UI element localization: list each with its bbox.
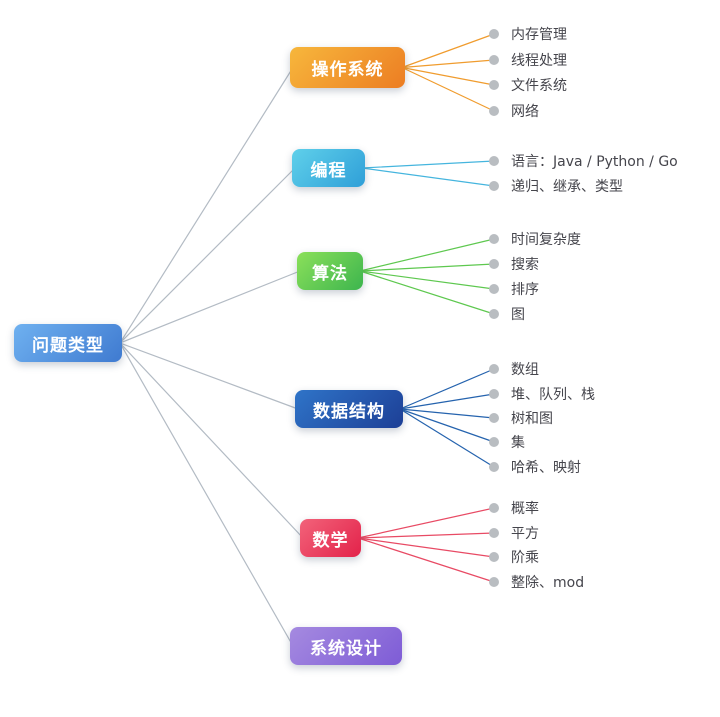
branch-node-algorithms[interactable]: 算法 — [297, 252, 363, 290]
leaf-label: 哈希、映射 — [511, 459, 581, 476]
bullet-icon — [489, 54, 499, 65]
leaf-item-probability[interactable]: 概率 — [489, 498, 539, 517]
leaf-label: 递归、继承、类型 — [511, 178, 623, 195]
branch-node-data-structures[interactable]: 数据结构 — [295, 390, 403, 428]
leaf-label: 概率 — [511, 500, 539, 517]
branch-label: 数据结构 — [313, 401, 385, 422]
branch-node-math[interactable]: 数学 — [300, 519, 361, 557]
bullet-icon — [489, 233, 499, 244]
bullet-icon — [489, 388, 499, 399]
branch-label: 编程 — [310, 160, 347, 181]
bullet-icon — [489, 461, 499, 472]
leaf-item-recursion-inheritance-types[interactable]: 递归、继承、类型 — [489, 176, 623, 195]
bullet-icon — [489, 502, 499, 513]
leaf-item-heap-queue-stack[interactable]: 堆、队列、栈 — [489, 384, 595, 403]
leaf-label: 阶乘 — [511, 549, 539, 566]
leaf-label: 内存管理 — [511, 26, 567, 43]
leaf-item-search[interactable]: 搜索 — [489, 254, 539, 273]
bullet-icon — [489, 258, 499, 269]
bullet-icon — [489, 79, 499, 90]
bullet-icon — [489, 180, 499, 191]
bullet-icon — [489, 436, 499, 447]
leaf-item-factorial[interactable]: 阶乘 — [489, 547, 539, 566]
leaf-item-arrays[interactable]: 数组 — [489, 359, 539, 378]
branch-label: 操作系统 — [311, 60, 384, 80]
bullet-icon — [489, 105, 499, 116]
leaf-label: 堆、队列、栈 — [511, 386, 595, 403]
bullet-icon — [489, 283, 499, 294]
leaf-item-division-mod[interactable]: 整除、mod — [489, 572, 584, 591]
leaf-label: 整除、mod — [511, 574, 585, 591]
branch-node-programming[interactable]: 编程 — [292, 149, 365, 187]
leaf-label: 树和图 — [511, 410, 553, 427]
leaf-item-trees-and-graphs[interactable]: 树和图 — [489, 408, 553, 427]
leaf-label: 排序 — [511, 281, 539, 298]
bullet-icon — [489, 527, 499, 538]
leaf-item-time-complexity[interactable]: 时间复杂度 — [489, 229, 581, 248]
leaf-label: 语言：Java / Python / Go — [511, 153, 678, 170]
branch-label: 系统设计 — [310, 638, 382, 659]
bullet-icon — [489, 576, 499, 587]
leaf-item-hash-map[interactable]: 哈希、映射 — [489, 457, 581, 476]
bullet-icon — [489, 363, 499, 374]
leaf-label: 图 — [511, 306, 525, 323]
leaf-item-memory-management[interactable]: 内存管理 — [489, 24, 567, 43]
leaf-item-sorting[interactable]: 排序 — [489, 279, 539, 298]
leaf-label: 线程处理 — [511, 52, 567, 69]
branch-label: 数学 — [312, 530, 349, 551]
leaf-label: 平方 — [511, 525, 539, 542]
branch-node-system-design[interactable]: 系统设计 — [290, 627, 402, 665]
leaf-item-file-system[interactable]: 文件系统 — [489, 75, 567, 94]
branch-node-operating-system[interactable]: 操作系统 — [290, 47, 405, 88]
leaf-label: 文件系统 — [511, 77, 567, 94]
leaf-item-sets[interactable]: 集 — [489, 432, 525, 451]
leaf-item-network[interactable]: 网络 — [489, 101, 539, 120]
branch-label: 算法 — [312, 263, 348, 284]
leaf-label: 搜索 — [511, 256, 539, 273]
leaf-label: 集 — [511, 434, 525, 451]
leaf-item-graphs[interactable]: 图 — [489, 304, 525, 323]
bullet-icon — [489, 28, 499, 39]
leaf-label: 时间复杂度 — [511, 231, 581, 248]
leaf-label: 网络 — [511, 103, 539, 120]
leaf-item-languages[interactable]: 语言：Java / Python / Go — [489, 151, 678, 170]
root-node-problem-types[interactable]: 问题类型 — [14, 324, 122, 362]
bullet-icon — [489, 155, 499, 166]
leaf-label: 数组 — [511, 361, 539, 378]
bullet-icon — [489, 551, 499, 562]
leaf-item-thread-handling[interactable]: 线程处理 — [489, 50, 567, 69]
root-node-label: 问题类型 — [32, 335, 104, 356]
leaf-item-square[interactable]: 平方 — [489, 523, 539, 542]
bullet-icon — [489, 412, 499, 423]
bullet-icon — [489, 308, 499, 319]
